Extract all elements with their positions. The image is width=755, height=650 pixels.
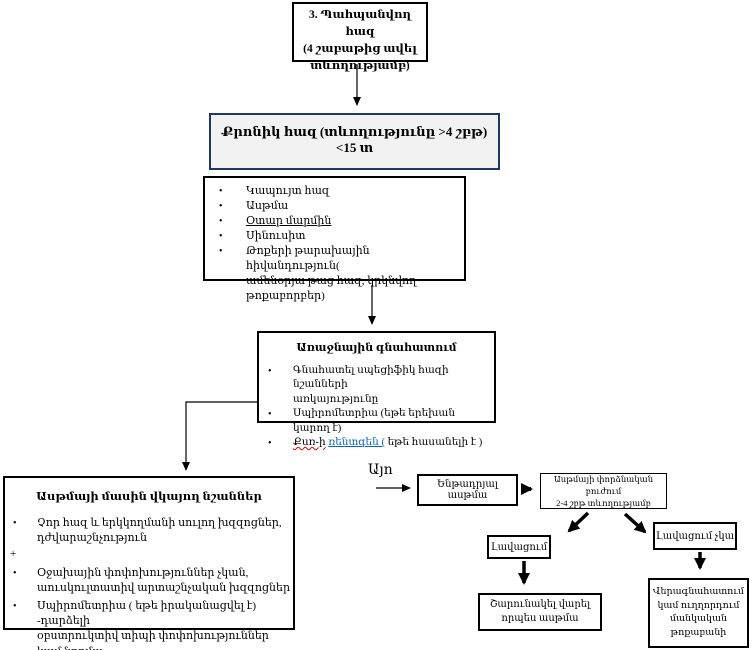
list-item: • Գնահատել սպեցիֆիկ հազի նշանների առկայո…	[259, 364, 494, 408]
list-item: • Օտար մարմին	[205, 214, 464, 229]
bullet-icon: •	[268, 438, 272, 449]
plus-sign: +	[10, 547, 17, 560]
list-item: • Սպիրոմետրիա ( եթե իրականացվել է) -դարձ…	[5, 599, 293, 650]
continue-as-asthma-box: Շարունակել վարել որպես ասթմա	[478, 593, 602, 631]
bullet-icon: •	[13, 518, 17, 530]
bullet-icon: •	[13, 567, 17, 579]
list-item-label: Թոքերի թարախային հիվանդություն( ամենօրյա…	[246, 245, 417, 302]
arrow-trial-to-improvement-icon	[567, 511, 590, 533]
list-item: • Քսռ-ի ռենտգեն ( եթե հասանելի է )	[259, 436, 494, 451]
list-item-label-rest: եթե հասանելի է )	[384, 437, 483, 448]
bullet-icon: •	[219, 186, 223, 197]
list-item: • Չոր հազ և երկկողմանի սուլող խզզոցներ, …	[5, 516, 293, 546]
bullet-icon: •	[219, 246, 223, 257]
presumed-asthma-box: Ենթադրյալ ասթմա	[417, 474, 518, 506]
connector-assessment-to-signs-icon	[182, 401, 257, 471]
list-item-label: Օջախային փոփոխություններ չկան, աուսկուլտ…	[37, 566, 291, 594]
list-item-label: Չոր հազ և երկկողմանի սուլող խզզոցներ, դժ…	[37, 517, 282, 545]
reassessment-referral-box: Վերագնահատում կամ ուղղորդում մանկական թո…	[648, 578, 749, 648]
persistent-cough-box: 3. Պահպանվող հազ (4 շաբաթից ավել տևողութ…	[292, 2, 428, 72]
list-item-label: Սպիրոմետրիա ( եթե իրականացվել է) -դարձել…	[37, 600, 269, 650]
list-item-label: Սինուսիտ	[246, 230, 306, 242]
list-item: • Օջախային փոփոխություններ չկան, աուսկու…	[5, 566, 293, 596]
list-item-label: Ասթմա	[246, 200, 289, 212]
list-item-label: Կապույտ հազ	[246, 185, 330, 197]
bullet-icon: •	[268, 409, 272, 420]
list-item: • Ասթմա	[205, 199, 464, 214]
list-item: • Սինուսիտ	[205, 229, 464, 244]
list-item-label: Քսռ-ի ռենտգեն ( եթե հասանելի է )	[293, 436, 482, 451]
list-item: • Կապույտ հազ	[205, 184, 464, 199]
bullet-icon: •	[268, 365, 272, 377]
yes-label: Այո	[368, 463, 393, 478]
trial-treatment-box: Ասթմայի փորձնական բուժում 2-4 շբթ տևողու…	[540, 473, 667, 509]
no-improvement-box: Լավացում չկա	[653, 522, 737, 550]
bullet-icon: •	[219, 201, 223, 212]
improvement-box: Լավացում	[487, 535, 551, 559]
bullet-icon: •	[13, 601, 17, 613]
bullet-icon: •	[219, 216, 223, 227]
differential-list-box: • Կապույտ հազ • Ասթմա • Օտար մարմին • Սի…	[203, 176, 466, 302]
primary-assessment-box: Առաջնային գնահատում • Գնահատել սպեցիֆիկ …	[257, 331, 496, 449]
asthma-signs-title: Ասթմայի մասին վկայող նշաններ	[36, 491, 262, 503]
primary-assessment-title: Առաջնային գնահատում	[296, 342, 457, 354]
list-item-label: Գնահատել սպեցիֆիկ հազի նշանների առկայութ…	[293, 364, 449, 405]
xray-link[interactable]: ռենտգեն (	[328, 437, 385, 448]
arrow-trial-to-no-improvement-icon	[623, 512, 647, 534]
bullet-icon: •	[219, 231, 223, 242]
list-item-label: Սպիրոմետրիա (եթե երեխան կարող է)	[293, 408, 456, 434]
list-item-label: Օտար մարմին	[246, 215, 332, 227]
chronic-cough-box: Քրոնիկ հազ (տևողությունը >4 շբթ) <15 տ	[209, 113, 500, 170]
list-item: • Սպիրոմետրիա (եթե երեխան կարող է)	[259, 407, 494, 436]
asthma-signs-box: Ասթմայի մասին վկայող նշաններ • Չոր հազ և…	[3, 476, 295, 650]
misspelled-word: Քսռ-ի	[293, 437, 326, 448]
list-item: • Թոքերի թարախային հիվանդություն( ամենօր…	[205, 244, 464, 304]
